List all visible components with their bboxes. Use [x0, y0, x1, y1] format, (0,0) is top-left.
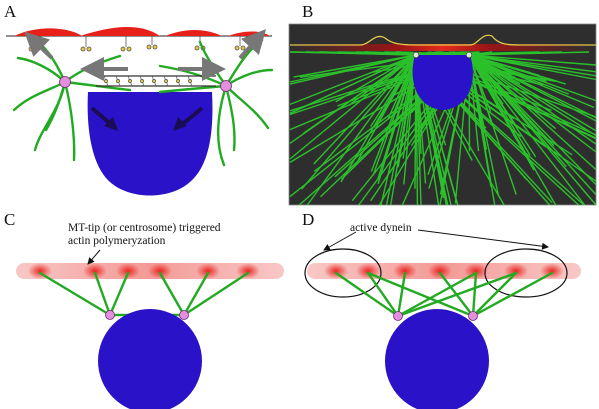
- microtubules-d: [334, 271, 554, 318]
- centrosome-right: [220, 80, 232, 92]
- annotation-arrow-d-left: [323, 231, 357, 251]
- microtubule-ray: [468, 54, 531, 156]
- actin-patch: [80, 26, 160, 36]
- panel-a-label: A: [4, 2, 17, 21]
- microtubule-ray: [289, 54, 417, 106]
- microtubule-ray: [468, 51, 493, 56]
- arrowhead-right: [173, 117, 187, 131]
- nucleus-d: [385, 309, 489, 409]
- panel-d-annotation: active dynein: [350, 222, 412, 234]
- arrowhead-left: [104, 117, 118, 131]
- microtubule-ray: [302, 54, 417, 134]
- microtubule-ray: [385, 54, 417, 206]
- microtubule-ray: [468, 54, 597, 171]
- dynein-motors-top: [28, 36, 246, 52]
- microtubule-ray: [289, 54, 417, 85]
- microtubule-ray: [468, 54, 595, 109]
- microtubule-ray: [468, 54, 597, 66]
- panel-d-label: D: [302, 210, 315, 229]
- centrosome-c-right: [179, 310, 189, 320]
- panel-b-label: B: [302, 2, 314, 21]
- simulation-centrosome-left: [412, 51, 420, 59]
- microtubule-ray: [468, 54, 567, 168]
- nucleus-c: [98, 309, 202, 409]
- panel-d-diagram: [304, 229, 581, 409]
- panel-c-diagram: [16, 249, 284, 409]
- mt-bundle-center: [96, 75, 216, 87]
- microtubule-ray: [468, 54, 597, 153]
- annotation-arrow-c: [87, 249, 101, 265]
- microtubule-ray: [373, 54, 417, 128]
- centrosome-c-left: [105, 310, 115, 320]
- microtubule-ray: [289, 54, 417, 160]
- microtubule-ray: [335, 54, 417, 103]
- annotation-arrow-d-right: [417, 229, 549, 250]
- actin-patch: [228, 31, 270, 36]
- force-arrows-grey: [24, 29, 267, 81]
- centrosome-d-left: [393, 311, 403, 321]
- cortex-band: [290, 44, 595, 51]
- panel-c-annotation: MT-tip (or centrosome) triggered actin p…: [68, 222, 221, 247]
- microtubule-ray: [468, 54, 517, 195]
- centrosome-d-right: [468, 311, 478, 321]
- actin-hotspots: [28, 263, 260, 279]
- panel-c-label: C: [4, 210, 16, 229]
- centrosome-left: [59, 76, 71, 88]
- microtubule-ray: [468, 51, 590, 56]
- actin-patch: [14, 28, 82, 36]
- microtubules-c: [38, 271, 250, 317]
- microtubule-ray: [468, 54, 597, 102]
- microtubule-ray: [468, 54, 597, 186]
- actin-patch: [165, 30, 222, 36]
- microtubule-ray: [313, 54, 417, 165]
- microtubule-ray: [289, 54, 417, 114]
- microtubule-ray: [468, 54, 597, 77]
- panel-a-diagram: [6, 26, 274, 196]
- force-profile-line: [290, 34, 596, 46]
- panel-b-simulation: [288, 23, 597, 206]
- dynein-region-right: [484, 248, 568, 298]
- simulation-centrosome-right: [465, 51, 473, 59]
- nucleus: [87, 92, 213, 196]
- microtubule-ray: [468, 54, 597, 137]
- microtubule-ray: [468, 54, 553, 82]
- dynein-region-left: [304, 248, 382, 298]
- microtubule-ray: [320, 51, 470, 56]
- simulation-nucleus: [412, 55, 473, 110]
- microtubule-ray: [370, 54, 417, 172]
